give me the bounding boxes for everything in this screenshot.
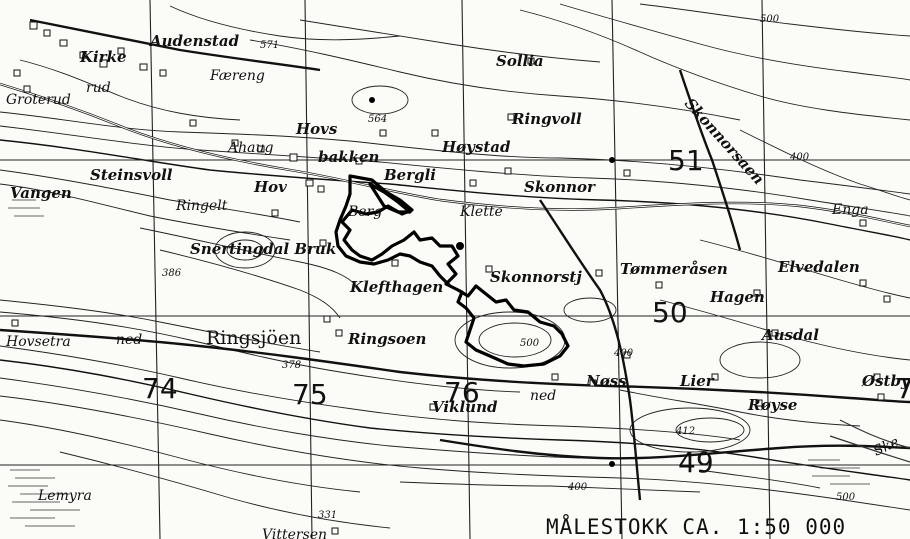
- grid-label-75: 75: [292, 378, 328, 411]
- place-hovs: Hovs: [295, 120, 338, 138]
- boundary-node: [456, 242, 464, 250]
- grid-label-50: 50: [652, 296, 688, 329]
- place-noss: Nøss: [585, 372, 627, 390]
- survey-point: [369, 97, 375, 103]
- gridline-east-76: [461, 0, 471, 539]
- contour-lines: [0, 3, 910, 529]
- place-ausdal: Ausdal: [760, 326, 819, 344]
- grid-label-76: 76: [444, 376, 480, 409]
- place-klefthagen: Klefthagen: [349, 278, 443, 296]
- place-snertingdal-bruk: Snertingdal Bruk: [190, 240, 336, 258]
- place-enga: Enga: [831, 202, 869, 218]
- elevation-412: 412: [675, 426, 695, 437]
- place-lemyra: Lemyra: [37, 488, 92, 504]
- place-ned-south: ned: [530, 388, 556, 404]
- place-fareng: Færeng: [209, 68, 265, 84]
- place-audenstad: Audenstad: [148, 32, 240, 50]
- buildings: [11, 21, 891, 535]
- place-ahaug: Ahaug: [226, 140, 273, 156]
- place-rud: rud: [86, 80, 111, 96]
- place-skonnor: Skonnor: [524, 178, 596, 196]
- place-kirke: Kirke: [79, 48, 127, 66]
- grid-label-51: 51: [668, 144, 704, 177]
- marsh-west: [8, 199, 44, 217]
- elevation-386: 386: [162, 268, 182, 279]
- place-steinsvoll: Steinsvoll: [90, 166, 173, 184]
- place-ske: Ske: [871, 434, 902, 460]
- elevation-400-mid: 400: [613, 348, 634, 359]
- place-berg: Berg: [347, 204, 382, 220]
- place-bakken: bakken: [318, 148, 379, 166]
- grid-label-49: 49: [678, 446, 714, 479]
- place-names: Audenstad Kirke Groterud rud Færeng Soll…: [5, 32, 910, 539]
- place-sollia: Sollia: [496, 52, 544, 70]
- grid-labels: 51 50 49 74 75 76 7: [142, 144, 910, 479]
- place-elvedalen: Elvedalen: [777, 258, 860, 276]
- place-ned: ned: [116, 332, 142, 348]
- map-scale-label: MÅLESTOKK CA. 1:50 000: [546, 513, 846, 539]
- grid-label-77: 7: [896, 372, 910, 405]
- place-lier: Lier: [679, 372, 715, 390]
- place-ringsoen: Ringsoen: [347, 330, 426, 348]
- elevation-500-se: 500: [836, 492, 856, 503]
- place-hoystad: Høystad: [441, 138, 511, 156]
- place-groterud: Groterud: [6, 92, 71, 108]
- place-bergli: Bergli: [383, 166, 436, 184]
- place-klette: Klette: [459, 204, 503, 220]
- elevation-labels: 571 564 386 378 500 500 400 400 400 412 …: [162, 14, 856, 521]
- gridline-east-77-west: [611, 0, 623, 539]
- place-royse: Røyse: [747, 396, 797, 414]
- place-ringsjoen: Ringsjöen: [206, 327, 301, 349]
- place-vittersen: Vittersen: [262, 527, 327, 539]
- marsh-east: [808, 459, 870, 485]
- property-boundary: [334, 174, 570, 368]
- property-boundary-lobe: [368, 182, 412, 214]
- place-hov: Hov: [253, 178, 287, 196]
- place-ringvoll: Ringvoll: [511, 110, 582, 128]
- place-hagen: Hagen: [709, 288, 765, 306]
- elevation-571: 571: [260, 40, 279, 51]
- place-viklund: Viklund: [432, 398, 498, 416]
- elevation-331: 331: [318, 510, 337, 521]
- elevation-400-south: 400: [567, 482, 588, 493]
- place-hovsetra: Hovsetra: [5, 334, 71, 350]
- survey-point: [609, 157, 615, 163]
- marsh-areas: [8, 199, 870, 527]
- survey-point: [609, 461, 615, 467]
- river-band: [829, 419, 910, 463]
- gridline-east-75: [304, 0, 313, 539]
- elevation-378: 378: [282, 360, 301, 371]
- place-tommerasen: Tømmeråsen: [620, 260, 728, 278]
- place-vangen: Vangen: [10, 184, 72, 202]
- elevation-400-east: 400: [789, 152, 810, 163]
- place-skonnorstjern: Skonnorstj: [490, 268, 582, 286]
- elevation-564: 564: [368, 114, 387, 125]
- elevation-500-hill: 500: [520, 338, 540, 349]
- roads: [0, 18, 910, 501]
- gridline-east-74: [149, 0, 161, 539]
- elevation-500-top: 500: [760, 14, 780, 25]
- grid-label-74: 74: [142, 372, 178, 405]
- marsh-lemyra: [8, 469, 80, 527]
- place-ostby: Østby: [861, 372, 910, 390]
- place-ringelt: Ringelt: [175, 198, 228, 214]
